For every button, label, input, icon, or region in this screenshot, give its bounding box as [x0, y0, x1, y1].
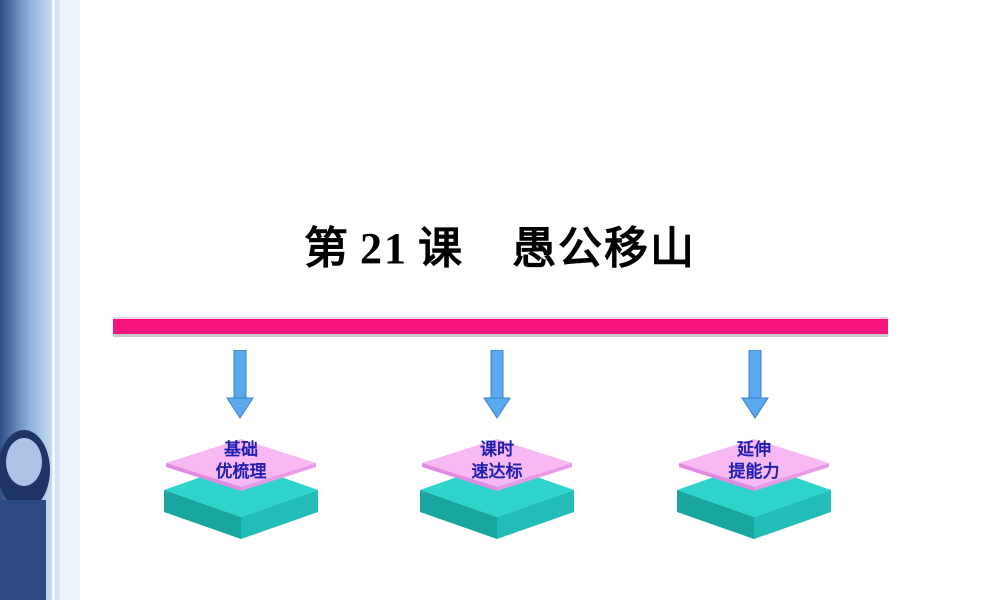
nav-tile-practice[interactable]: 课时 速达标 [420, 435, 574, 545]
down-arrow-icon [226, 350, 254, 419]
nav-tile-basics[interactable]: 基础 优梳理 [164, 435, 318, 545]
label-line1: 延伸 [737, 440, 771, 460]
label-line2: 速达标 [471, 462, 523, 482]
nav-tile-label: 基础 优梳理 [164, 439, 318, 483]
stacked-layers-icon [164, 439, 318, 539]
down-arrow-icon [741, 350, 769, 419]
nav-tile-extension[interactable]: 延伸 提能力 [677, 435, 831, 545]
divider-bar [113, 317, 888, 337]
nav-tile-label: 课时 速达标 [420, 439, 574, 483]
stacked-layers-icon [420, 439, 574, 539]
label-line2: 优梳理 [215, 462, 267, 482]
down-arrow-icon [483, 350, 511, 419]
title-prefix: 第 [304, 223, 350, 274]
lesson-number: 21 [360, 224, 408, 273]
side-decoration [0, 0, 80, 600]
label-line1: 课时 [480, 440, 514, 460]
nav-tile-label: 延伸 提能力 [677, 439, 831, 483]
stacked-layers-icon [677, 439, 831, 539]
title-suffix: 课 [418, 223, 464, 274]
lesson-name: 愚公移山 [512, 223, 696, 274]
label-line1: 基础 [224, 440, 258, 460]
label-line2: 提能力 [728, 462, 780, 482]
